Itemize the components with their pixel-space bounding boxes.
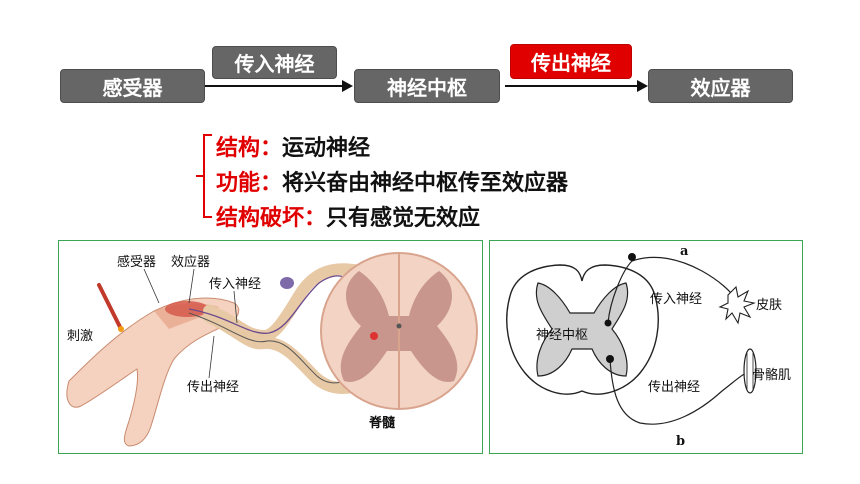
label-center: 神经中枢 [536, 328, 588, 343]
label-skin: 皮肤 [756, 298, 782, 313]
leader-efferent [208, 335, 215, 379]
arrow-head-1 [342, 80, 353, 92]
effector-muscle [165, 301, 209, 317]
stimulus-needle [97, 283, 123, 331]
label-efferent: 传出神经 [187, 380, 239, 395]
needle-tip [118, 326, 124, 332]
nerve-center-box: 神经中枢 [354, 69, 500, 103]
dorsal-root-ganglion [280, 277, 294, 289]
label-efferent-schematic: 传出神经 [648, 380, 700, 395]
label-b: b [676, 434, 685, 449]
left-figure-panel: 感受器 效应器 传入神经 刺激 传出神经 脊髓 [58, 240, 483, 454]
structure-value: 运动神经 [282, 136, 371, 161]
efferent-pathway [609, 358, 747, 425]
label-stimulus: 刺激 [67, 329, 93, 344]
receptor-box: 感受器 [60, 69, 205, 103]
effector-box: 效应器 [648, 69, 793, 103]
interneuron [370, 332, 378, 340]
reflex-arc-schematic: a b 传入神经 皮肤 神经中枢 传出神经 骨骼肌 [506, 244, 791, 449]
structure-line: 结构：运动神经 [216, 130, 370, 162]
damage-value: 只有感觉无效应 [326, 206, 481, 231]
nerve-bundle-outer [203, 263, 365, 343]
schematic-gray-matter [535, 282, 629, 377]
arrow-head-2 [637, 80, 648, 92]
function-key: 功能： [216, 171, 283, 196]
label-receptor: 感受器 [117, 254, 156, 270]
interneuron-dot [604, 319, 612, 327]
afferent-neuron-body [628, 253, 636, 261]
efferent-nerve-box: 传出神经 [510, 44, 632, 79]
function-line: 功能：将兴奋由神经中枢传至效应器 [216, 165, 568, 197]
leader-effector [188, 268, 195, 304]
skin-receptor-icon [718, 285, 756, 325]
label-a: a [680, 244, 689, 259]
afferent-pathway [607, 256, 739, 324]
leader-receptor [143, 268, 160, 304]
label-spinal-cord: 脊髓 [368, 415, 396, 431]
afferent-nerve-box: 传入神经 [212, 46, 337, 79]
damage-key: 结构破坏： [216, 206, 327, 231]
label-afferent-schematic: 传入神经 [650, 292, 702, 307]
function-value: 将兴奋由神经中枢传至效应器 [282, 171, 569, 196]
structure-key: 结构： [216, 136, 283, 161]
label-effector: 效应器 [171, 254, 210, 270]
damage-line: 结构破坏：只有感觉无效应 [216, 200, 480, 232]
info-bracket-tick [196, 175, 205, 177]
central-canal [396, 323, 402, 329]
reflex-arc-illustration: 感受器 效应器 传入神经 刺激 传出神经 脊髓 [66, 252, 478, 447]
right-figure-panel: a b 传入神经 皮肤 神经中枢 传出神经 骨骼肌 [489, 240, 803, 454]
leader-afferent [233, 290, 238, 324]
label-afferent: 传入神经 [209, 277, 261, 292]
arrow-receptor-to-center [205, 85, 343, 87]
motor-neuron-body [606, 355, 614, 363]
leg-shape [66, 297, 240, 447]
arrow-center-to-effector [505, 85, 638, 87]
label-muscle: 骨骼肌 [752, 367, 791, 383]
